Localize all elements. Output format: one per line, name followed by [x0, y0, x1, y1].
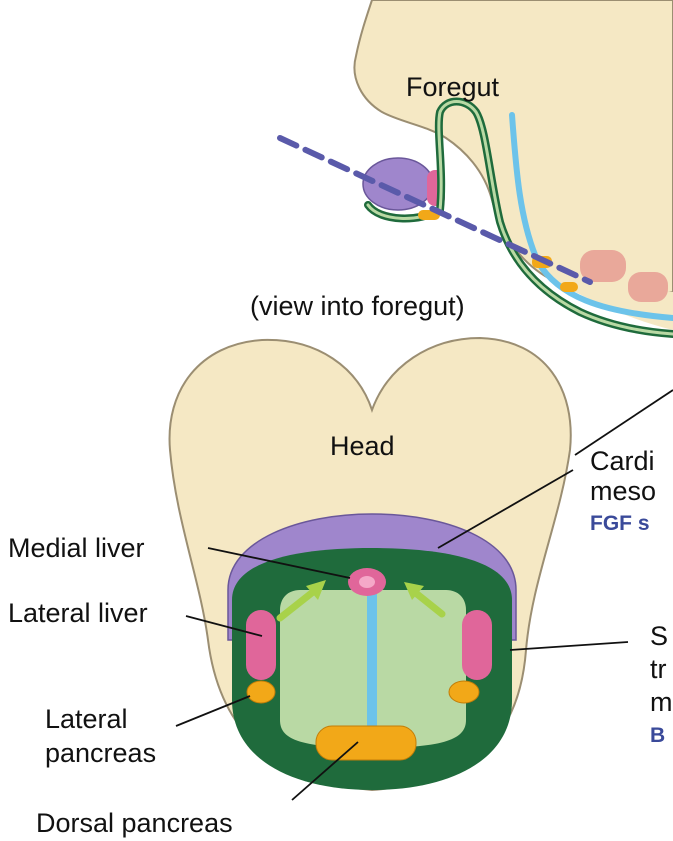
- septum-label-line3: m: [650, 687, 673, 717]
- head-label: Head: [330, 431, 395, 461]
- dorsal-pancreas-lateral-2: [560, 282, 578, 292]
- cardiac-mesoderm-label-line2: meso: [590, 476, 656, 506]
- somite: [628, 272, 668, 302]
- foregut-label: Foregut: [406, 72, 500, 102]
- cardiac-mesoderm-label-line1: Cardi: [590, 446, 655, 476]
- foregut-cross-section: Head: [170, 338, 571, 790]
- lateral-liver-bud-right: [462, 610, 492, 680]
- lateral-embryo-view: Foregut: [280, 0, 673, 334]
- lateral-liver-bud-left: [246, 610, 276, 680]
- lateral-pancreas-label-line1: Lateral: [45, 704, 128, 734]
- lateral-pancreas-bud-right: [449, 681, 479, 703]
- medial-liver-label: Medial liver: [8, 533, 145, 563]
- lateral-pancreas-label-line2: pancreas: [45, 738, 156, 768]
- dorsal-pancreas-bud: [316, 726, 416, 760]
- notochord-midline: [367, 588, 377, 748]
- septum-label-line2: tr: [650, 654, 667, 684]
- septum-signal-label: B: [650, 724, 665, 747]
- septum-label-line1: S: [650, 621, 668, 651]
- somite: [580, 250, 626, 282]
- lateral-pancreas-bud-left: [247, 681, 275, 703]
- medial-liver-bud-core: [359, 576, 375, 588]
- cardiac-signal-label: FGF s: [590, 512, 650, 535]
- view-caption: (view into foregut): [250, 291, 465, 321]
- leader-septum: [510, 642, 628, 650]
- dorsal-pancreas-label: Dorsal pancreas: [36, 808, 233, 838]
- lateral-liver-label: Lateral liver: [8, 598, 148, 628]
